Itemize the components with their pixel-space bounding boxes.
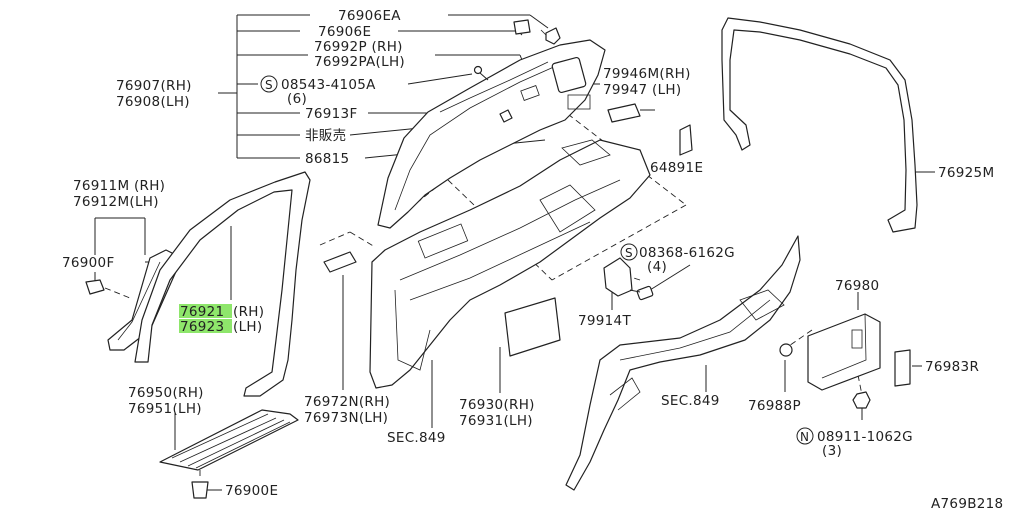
label-08543-qty: (6) xyxy=(287,91,307,107)
pocket-76980 xyxy=(807,313,881,391)
label-76907: 76907(RH) xyxy=(116,78,192,94)
label-76913F: 76913F xyxy=(305,106,358,122)
symbol-s-2: S xyxy=(625,246,633,260)
label-76921: 76921 xyxy=(180,304,224,320)
label-76925M: 76925M xyxy=(938,165,994,181)
bracket-79914T xyxy=(603,257,633,297)
weatherstrip-76925M xyxy=(721,17,918,233)
clip-76913F xyxy=(499,109,513,123)
kick-plate-76950 xyxy=(159,409,299,471)
diagram-code: A769B218 xyxy=(931,496,1003,512)
label-76921-side: (RH) xyxy=(233,304,264,320)
screw-08543 xyxy=(473,65,489,81)
label-76992P: 76992P (RH) xyxy=(314,39,403,55)
lower-quarter-trim xyxy=(369,139,651,389)
label-79947: 79947 (LH) xyxy=(603,82,681,98)
label-76912M: 76912M(LH) xyxy=(73,194,159,210)
highlight-76923 xyxy=(179,319,232,333)
lower-trim-right xyxy=(565,235,801,491)
callout-labels: 76906EA 76906E 76992P (RH) 76992PA(LH) 0… xyxy=(62,8,1003,512)
symbol-n: N xyxy=(800,430,809,444)
label-76980: 76980 xyxy=(835,278,879,294)
label-76931: 76931(LH) xyxy=(459,413,533,429)
label-76900E: 76900E xyxy=(225,483,278,499)
symbol-n-circle xyxy=(796,427,814,445)
label-76923: 76923 xyxy=(180,319,224,335)
label-64891E: 64891E xyxy=(650,160,703,176)
label-76973N: 76973N(LH) xyxy=(304,410,388,426)
label-76906EA: 76906EA xyxy=(338,8,401,24)
label-86815: 86815 xyxy=(305,151,349,167)
label-08543: 08543-4105A xyxy=(281,77,376,93)
bolt-08368 xyxy=(629,285,654,301)
grommet-76988P xyxy=(779,343,793,357)
label-08911-qty: (3) xyxy=(822,443,842,459)
clip-76900F xyxy=(85,279,105,295)
clip-76906EA xyxy=(540,27,561,45)
symbol-s-circle-2 xyxy=(620,243,638,261)
label-sec849-right: SEC.849 xyxy=(661,393,720,409)
clip-76900E xyxy=(191,481,209,499)
nut-08911 xyxy=(852,391,871,409)
label-76930: 76930(RH) xyxy=(459,397,535,413)
label-08911: 08911-1062G xyxy=(817,429,913,445)
label-76992PA: 76992PA(LH) xyxy=(314,54,405,70)
highlight-76921 xyxy=(179,304,232,318)
label-76950: 76950(RH) xyxy=(128,385,204,401)
label-sec849-left: SEC.849 xyxy=(387,430,446,446)
label-not-for-sale: 非販売 xyxy=(305,128,346,144)
label-76983R: 76983R xyxy=(925,359,979,375)
upper-quarter-trim-76907 xyxy=(377,39,606,229)
label-79946M: 79946M(RH) xyxy=(603,66,691,82)
welt-76921 xyxy=(134,171,311,397)
label-76911M: 76911M (RH) xyxy=(73,178,165,194)
cover-64891E xyxy=(679,124,693,156)
label-76951: 76951(LH) xyxy=(128,401,202,417)
panel-76930 xyxy=(504,297,561,357)
label-76972N: 76972N(RH) xyxy=(304,394,390,410)
clip-76972N xyxy=(323,251,357,273)
label-76908: 76908(LH) xyxy=(116,94,190,110)
label-76900F: 76900F xyxy=(62,255,115,271)
label-79914T: 79914T xyxy=(578,313,631,329)
label-08368: 08368-6162G xyxy=(639,245,735,261)
clip-79946M xyxy=(607,103,641,123)
cover-76983R xyxy=(894,349,911,387)
label-76923-side: (LH) xyxy=(233,319,262,335)
label-76906E: 76906E xyxy=(318,24,371,40)
label-08368-qty: (4) xyxy=(647,259,667,275)
symbol-s: S xyxy=(265,78,273,92)
clip-76906E xyxy=(513,19,531,35)
label-76988P: 76988P xyxy=(748,398,801,414)
symbol-s-circle xyxy=(260,75,278,93)
